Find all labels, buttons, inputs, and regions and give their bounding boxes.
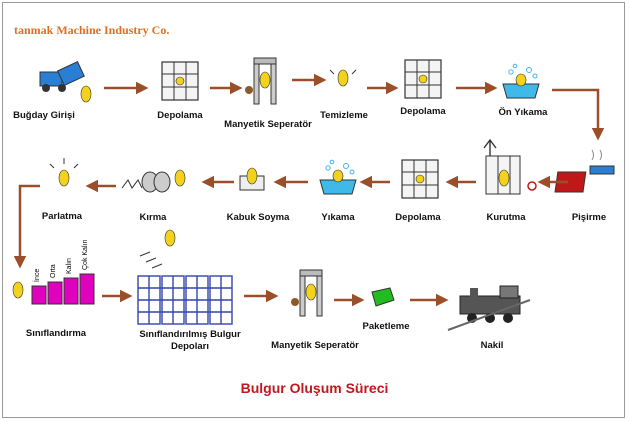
storage-silo-icon <box>161 61 199 101</box>
diagram-title: Bulgur Oluşum Süreci <box>240 380 389 396</box>
company-name: tanmak Machine Industry Co. <box>14 23 170 37</box>
sieve-label: Çok Kalın <box>82 240 89 270</box>
grain-scatter-icon <box>139 229 176 269</box>
step-label-siniflandirma: Sınıflandırma <box>25 328 87 339</box>
step-label-nakil: Nakil <box>480 340 504 351</box>
storage-silo-icon <box>404 59 442 99</box>
step-label-manyetik-seperator: Manyetik Seperatör <box>271 340 359 351</box>
step-label-paketleme: Paketleme <box>362 321 410 332</box>
step-label-temizleme: Temizleme <box>320 110 368 121</box>
drying-icon <box>483 138 537 195</box>
step-label-bugday-girisi: Buğday Girişi <box>13 110 75 121</box>
sieve-bins-icon <box>12 273 95 305</box>
sieve-label: Orta <box>50 264 57 278</box>
train-icon <box>447 285 531 331</box>
bulgur-silos-icon <box>137 275 233 325</box>
step-label-kurutma: Kurutma <box>486 212 526 223</box>
cooking-pot-icon <box>554 149 615 193</box>
magnetic-separator-icon <box>244 57 277 105</box>
sieve-label: İnce <box>32 269 41 282</box>
step-label-siniflandirilmis-bulgur-depolari: Sınıflandırılmış Bulgur Depoları <box>139 329 241 352</box>
magnetic-separator-icon <box>290 269 323 317</box>
cleaning-icon <box>329 69 357 87</box>
step-label-depolama: Depolama <box>157 110 203 121</box>
step-label-yikama: Yıkama <box>321 212 355 223</box>
polishing-icon <box>49 158 79 187</box>
step-label-depolama: Depolama <box>395 212 441 223</box>
package-icon <box>371 287 395 307</box>
step-label-pisirme: Pişirme <box>571 212 607 223</box>
pre-wash-icon <box>502 63 540 99</box>
crushing-rollers-icon <box>121 169 186 193</box>
washing-icon <box>319 159 357 195</box>
step-label-parlatma: Parlatma <box>41 211 83 222</box>
step-label-manyetik-seperator: Manyetik Seperatör <box>224 119 312 130</box>
sieve-label: Kalın <box>66 258 73 274</box>
step-label-kirma: Kırma <box>139 212 167 223</box>
diagram-frame <box>2 2 625 418</box>
flow-arrows <box>13 73 605 307</box>
storage-silo-icon <box>401 159 439 199</box>
step-label-on-yikama: Ön Yıkama <box>498 107 548 118</box>
truck-icon <box>39 61 92 103</box>
husk-peeling-icon <box>239 167 265 191</box>
step-label-depolama: Depolama <box>400 106 446 117</box>
step-label-kabuk-soyma: Kabuk Soyma <box>226 212 290 223</box>
